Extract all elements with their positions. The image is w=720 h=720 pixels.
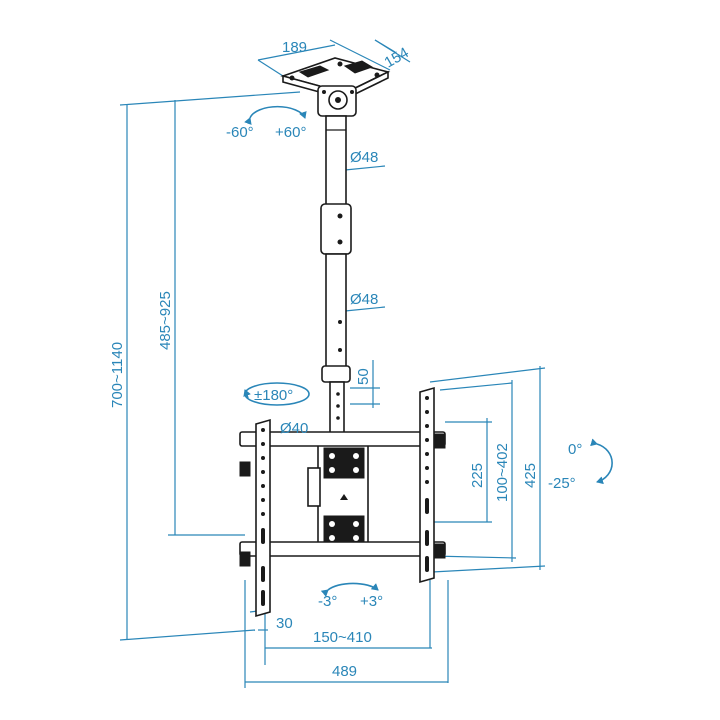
label-swivel-right: +60°	[275, 124, 306, 141]
pivot-joint	[317, 85, 357, 117]
label-rotation: ±180°	[254, 387, 293, 404]
label-bracket-height: 425	[522, 463, 539, 488]
right-arm	[419, 386, 435, 584]
label-hole-spacing: 50	[355, 368, 372, 385]
label-top-width: 189	[282, 39, 307, 56]
label-pole-dia-lower: Ø48	[350, 291, 378, 308]
label-total-height: 700~1140	[109, 342, 126, 408]
label-vesa-vert-range: 100~402	[494, 443, 511, 502]
upper-pole	[320, 115, 352, 255]
label-tilt-down: -25°	[548, 475, 576, 492]
label-arm-width: 30	[276, 615, 293, 632]
label-level-right: +3°	[360, 593, 383, 610]
label-pole-length: 485~925	[157, 291, 174, 350]
label-level-left: -3°	[318, 593, 337, 610]
center-plate	[307, 439, 369, 551]
motion-arrows	[243, 105, 613, 597]
label-pole-dia-inner: Ø40	[280, 420, 308, 437]
label-vesa-horiz-range: 150~410	[313, 629, 372, 646]
label-pole-dia-upper: Ø48	[350, 149, 378, 166]
level-arrow	[320, 582, 379, 597]
label-bracket-width: 489	[332, 663, 357, 680]
lower-pole	[321, 253, 351, 439]
horizontal-rails	[239, 431, 446, 567]
label-swivel-left: -60°	[226, 124, 254, 141]
label-tilt-up: 0°	[568, 441, 582, 458]
swivel-arrow	[244, 105, 307, 126]
dimension-labels: 189 154 -60° +60° Ø48 Ø48 50 ±180° Ø40 7…	[109, 39, 582, 680]
label-vesa-vert-inner: 225	[469, 463, 486, 488]
tilt-arrow	[590, 438, 613, 485]
left-arm	[255, 418, 271, 618]
